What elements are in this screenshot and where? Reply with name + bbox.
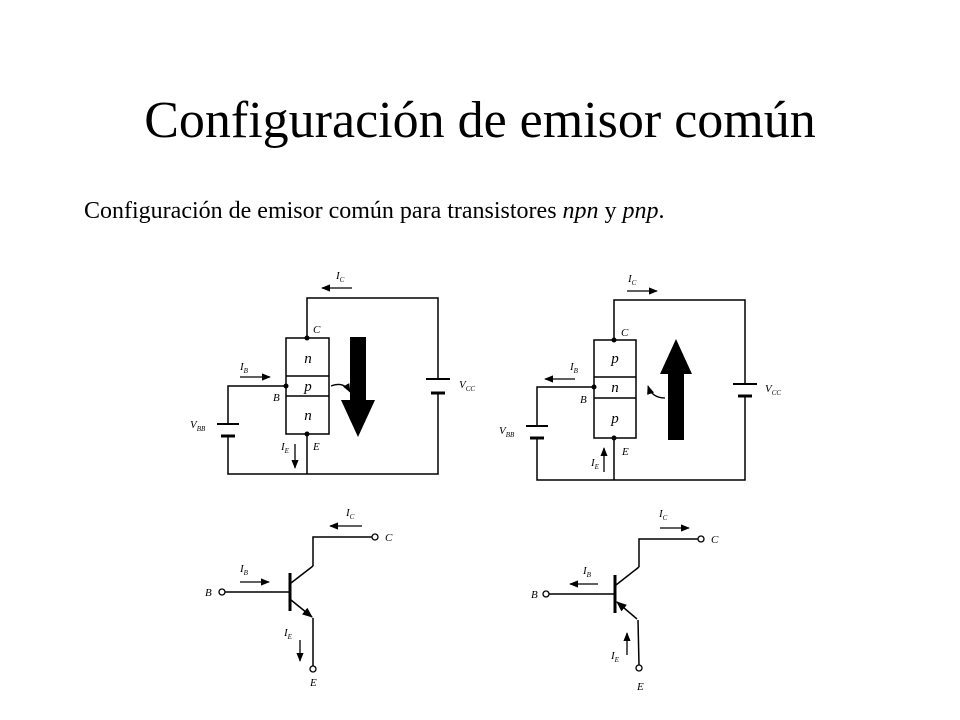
npn-block-diagram: n p n IC C IB B VCC VBB IE E [190, 270, 475, 475]
pnp-e-label: E [621, 446, 629, 458]
pnp-region-collector: p [610, 351, 619, 367]
npn-c-label: C [313, 324, 321, 336]
pnp-c-label: C [621, 327, 629, 339]
pnp-symbol-c-label: C [711, 534, 719, 546]
subtitle-prefix: Configuración de emisor común para trans… [84, 198, 563, 224]
npn-e-label: E [312, 441, 320, 453]
npn-ie-label: IE [280, 441, 290, 455]
pnp-ic-label: IC [627, 273, 637, 287]
pnp-ie-label: IE [590, 457, 600, 471]
subtitle-mid: y [598, 198, 623, 224]
npn-symbol-ib-label: IB [239, 563, 249, 577]
npn-b-label: B [273, 392, 280, 404]
pnp-vbb-label: VBB [499, 425, 515, 439]
pnp-symbol: IC C IB B IE E [531, 508, 719, 693]
npn-ib-label: IB [239, 361, 249, 375]
npn-symbol-b-label: B [205, 587, 212, 599]
npn-vbb-label: VBB [190, 419, 206, 433]
pnp-block-diagram: p n p IC C IB B VCC VBB IE E [499, 273, 781, 481]
npn-ic-label: IC [335, 270, 345, 284]
npn-symbol-c-label: C [385, 532, 393, 544]
npn-symbol-ic-label: IC [345, 507, 355, 521]
electron-flow-arrow-up-icon [660, 339, 692, 440]
pnp-b-label: B [580, 394, 587, 406]
subtitle-npn: npn [562, 198, 599, 224]
pnp-vcc-label: VCC [765, 383, 781, 397]
npn-region-base: p [303, 379, 312, 395]
pnp-region-base: n [611, 380, 619, 396]
pnp-symbol-ic-label: IC [658, 508, 668, 522]
slide-title: Configuración de emisor común [144, 92, 816, 149]
npn-vcc-label: VCC [459, 379, 475, 393]
pnp-ib-label: IB [569, 361, 579, 375]
pnp-symbol-ib-label: IB [582, 565, 592, 579]
pnp-region-emitter: p [610, 411, 619, 427]
electron-flow-arrow-down-icon [341, 337, 375, 437]
npn-symbol-e-label: E [309, 677, 317, 689]
subtitle-suffix: . [658, 198, 665, 224]
pnp-symbol-e-label: E [636, 681, 644, 693]
subtitle-pnp: pnp [622, 198, 659, 224]
npn-symbol-ie-label: IE [283, 627, 293, 641]
npn-region-collector: n [304, 351, 312, 367]
npn-symbol: IC C IB B IE E [205, 507, 393, 689]
pnp-symbol-b-label: B [531, 589, 538, 601]
slide-subtitle: Configuración de emisor común para trans… [84, 197, 665, 226]
npn-region-emitter: n [304, 408, 312, 424]
pnp-symbol-ie-label: IE [610, 650, 620, 664]
